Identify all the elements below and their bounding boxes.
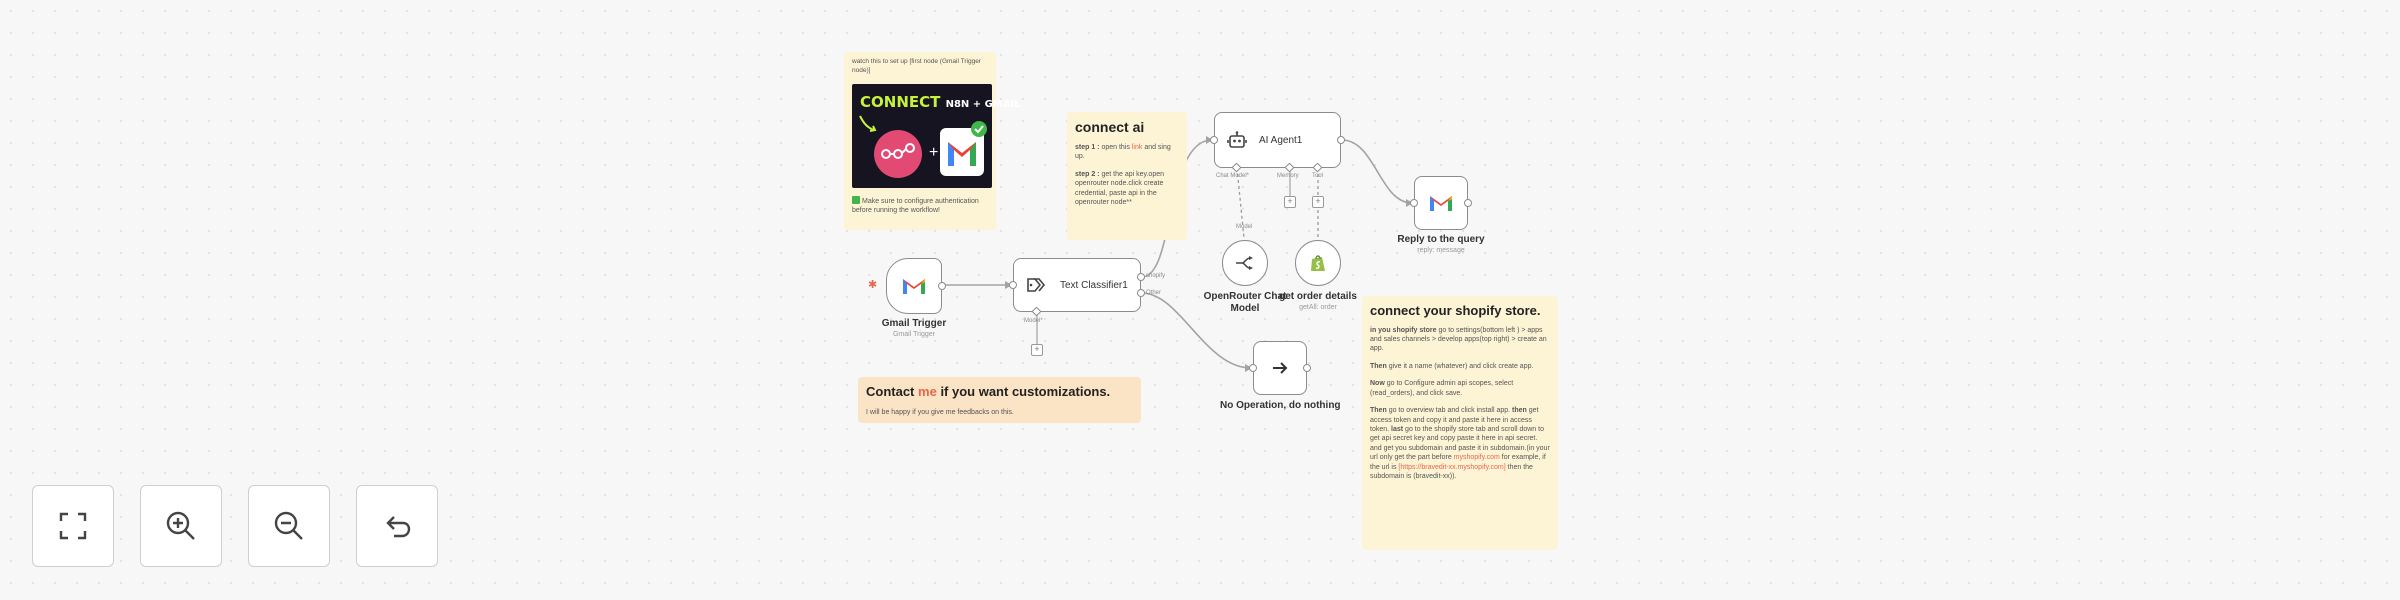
check-icon xyxy=(852,196,860,204)
ai-agent-label: AI Agent1 xyxy=(1259,134,1303,146)
text-classifier-output-shopify[interactable] xyxy=(1137,273,1145,281)
gmail-logo-icon xyxy=(940,128,984,176)
sticky-note-gmail-setup[interactable]: watch this to set up [first node (Gmail … xyxy=(844,52,1021,230)
get-order-details-title: get order details xyxy=(1279,291,1357,302)
gmail-trigger-title: Gmail Trigger xyxy=(881,318,947,329)
example-url-link[interactable]: [https://bravedit-xx.myshopify.com] xyxy=(1398,463,1506,471)
ai-agent-input-handle[interactable] xyxy=(1210,136,1218,144)
openrouter-icon xyxy=(1236,256,1253,270)
zoom-in-icon xyxy=(166,511,195,540)
gmail-icon xyxy=(1430,196,1452,211)
ai-agent-node[interactable]: AI Agent1 xyxy=(1214,112,1341,168)
check-badge-icon xyxy=(971,121,987,137)
gmail-icon xyxy=(903,279,925,294)
text-classifier-output-other[interactable] xyxy=(1137,289,1145,297)
tool-port-label: Tool xyxy=(1312,173,1324,179)
classifier-add-model-button[interactable]: + xyxy=(1031,344,1043,356)
sticky-note-connect-ai[interactable]: connect ai step 1 : open this link and s… xyxy=(1067,112,1187,240)
reply-title: Reply to the query xyxy=(1397,234,1485,245)
thumbnail-words: N8N + GMAIL xyxy=(945,99,1021,110)
openrouter-port-label: Model xyxy=(1236,224,1253,230)
connect-ai-title: connect ai xyxy=(1075,119,1145,135)
sticky-note-shopify[interactable]: connect your shopify store. in you shopi… xyxy=(1362,296,1558,550)
reply-to-query-node[interactable] xyxy=(1414,176,1468,230)
ai-agent-output-handle[interactable] xyxy=(1337,136,1345,144)
add-memory-button[interactable]: + xyxy=(1284,196,1296,208)
text-classifier-node[interactable]: Text Classifier1 xyxy=(1013,258,1141,312)
zoom-in-button[interactable] xyxy=(140,485,222,567)
step2-lead: step 2 : xyxy=(1075,170,1100,178)
classifier-icon xyxy=(1027,278,1046,292)
arrow-right-icon xyxy=(1273,362,1288,374)
zoom-out-button[interactable] xyxy=(248,485,330,567)
no-operation-node[interactable] xyxy=(1253,341,1307,395)
plus-sign: + xyxy=(929,144,939,161)
output-label-other: Other xyxy=(1146,290,1162,296)
reply-output-handle[interactable] xyxy=(1464,199,1472,207)
gmail-trigger-node[interactable] xyxy=(886,258,942,314)
reply-subtitle: reply: message xyxy=(1417,247,1465,254)
signup-link[interactable]: link xyxy=(1131,143,1143,151)
gmail-trigger-output-handle[interactable] xyxy=(938,282,946,290)
robot-icon xyxy=(1227,131,1247,148)
thumbnail-title: CONNECT xyxy=(860,93,941,111)
openrouter-chat-model-node[interactable] xyxy=(1222,240,1268,286)
reset-zoom-button[interactable] xyxy=(356,485,438,567)
chat-model-port-label: Chat Model* xyxy=(1216,173,1250,179)
text-classifier-label: Text Classifier1 xyxy=(1060,279,1128,291)
arrow-doodle-icon xyxy=(859,115,877,132)
contact-body: I will be happy if you give me feedbacks… xyxy=(866,408,1014,416)
get-order-details-subtitle: getAll: order xyxy=(1299,304,1337,311)
gmail-trigger-subtitle: Gmail Trigger xyxy=(892,331,935,338)
step1-lead: step 1 : xyxy=(1075,143,1100,151)
step2-text: get the api key.open openrouter node.cli… xyxy=(1075,170,1164,207)
openrouter-title: OpenRouter Chat Model xyxy=(1203,291,1287,314)
no-op-title: No Operation, do nothing xyxy=(1220,400,1341,411)
contact-me-link[interactable]: me xyxy=(918,384,937,399)
n8n-logo-icon xyxy=(874,130,922,178)
trigger-marker-icon: ✱ xyxy=(868,279,878,291)
get-order-details-node[interactable] xyxy=(1295,240,1341,286)
myshopify-link[interactable]: myshopify.com xyxy=(1453,454,1500,462)
shopify-title: connect your shopify store. xyxy=(1370,303,1541,318)
output-label-shopify: shopify xyxy=(1146,273,1166,279)
gmail-setup-caption: watch this to set up [first node (Gmail … xyxy=(852,58,981,74)
no-op-input-handle[interactable] xyxy=(1249,364,1257,372)
sticky-note-contact[interactable]: Contact me if you want customizations. I… xyxy=(858,377,1141,423)
zoom-out-icon xyxy=(274,511,303,540)
reply-input-handle[interactable] xyxy=(1410,199,1418,207)
add-tool-button[interactable]: + xyxy=(1312,196,1324,208)
classifier-model-label: Model* xyxy=(1024,318,1043,324)
edge-agent-reply xyxy=(1341,139,1413,204)
shopify-icon xyxy=(1311,255,1325,271)
contact-title-b: if you want customizations. xyxy=(940,384,1111,399)
gmail-setup-footer: Make sure to configure authentication be… xyxy=(852,198,979,215)
fit-view-icon xyxy=(59,512,87,540)
text-classifier-input-handle[interactable] xyxy=(1009,281,1017,289)
no-op-output-handle[interactable] xyxy=(1303,364,1311,372)
contact-title-a: Contact xyxy=(866,384,915,399)
tutorial-video-thumbnail[interactable]: CONNECT N8N + GMAIL + xyxy=(852,84,1021,188)
memory-port-label: Memory xyxy=(1277,173,1299,179)
undo-icon xyxy=(386,516,411,538)
fit-view-button[interactable] xyxy=(32,485,114,567)
